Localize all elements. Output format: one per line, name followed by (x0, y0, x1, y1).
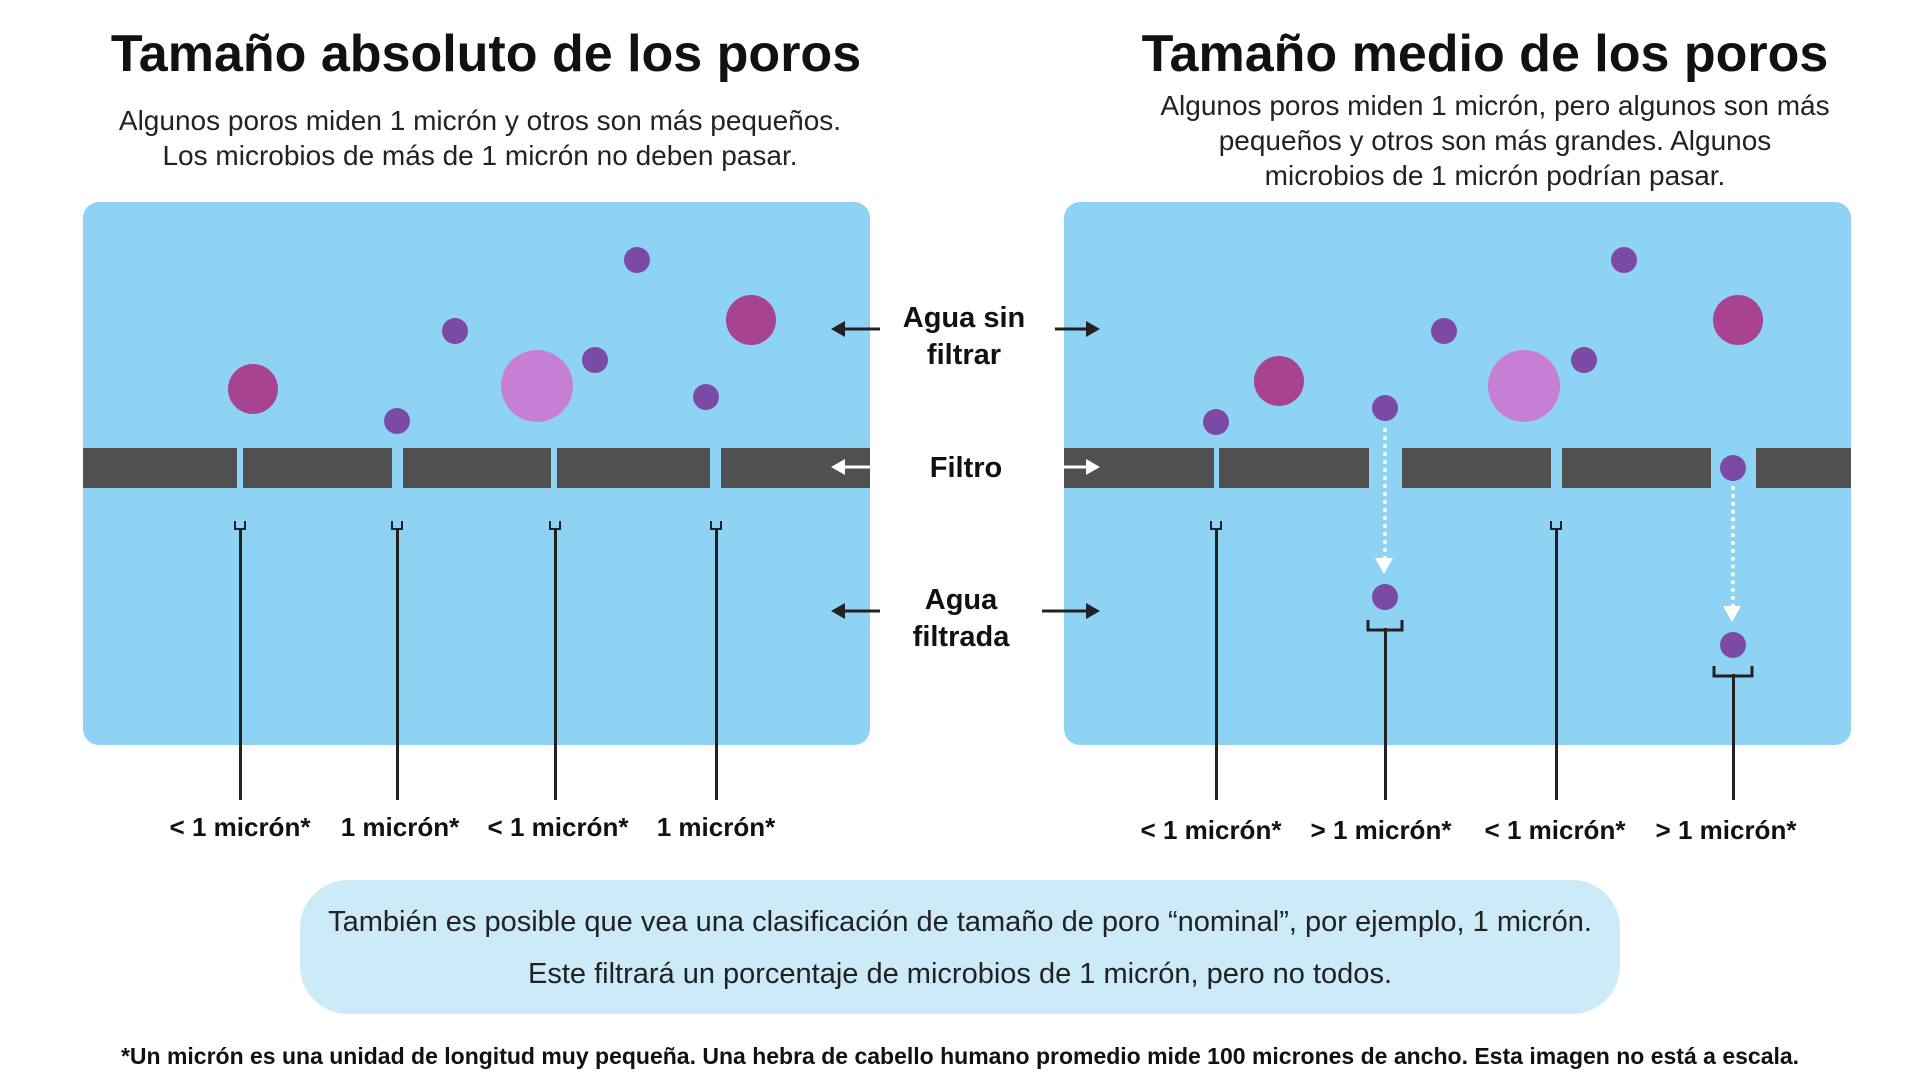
right-pore-label: < 1 micrón* (1140, 815, 1282, 845)
microbe-medium (1254, 356, 1304, 406)
left-pore-label: 1 micrón* (656, 812, 776, 842)
filter-segment (1756, 448, 1851, 488)
note-line-2: Este filtrará un porcentaje de microbios… (527, 958, 1392, 990)
left-pore-label: < 1 micrón* (169, 812, 311, 842)
filter-segment (1562, 448, 1711, 488)
pass-through-arrow (1383, 428, 1387, 560)
note-line-1: También es posible que vea una clasifica… (328, 906, 1592, 938)
microbe-small (582, 347, 608, 373)
microbe-small (384, 408, 410, 434)
left-pore-brackets (234, 521, 722, 530)
microbe-small (1372, 584, 1398, 610)
left-pore-label: 1 micrón* (340, 812, 460, 842)
microbe-medium (228, 364, 278, 414)
microbe-small (693, 384, 719, 410)
right-subtitle: Algunos poros miden 1 micrón, pero algun… (1160, 90, 1830, 191)
microbe-medium (726, 295, 776, 345)
filter-segment (557, 448, 710, 488)
microbe-large (501, 350, 573, 422)
right-pore-label: < 1 micrón* (1484, 815, 1626, 845)
pore-pointer-line (1732, 674, 1735, 800)
pore-pointer-line (554, 528, 557, 800)
microbe-small (1720, 632, 1746, 658)
pore-pointer-line (715, 528, 718, 800)
filter-segment (403, 448, 551, 488)
microbe-small (1431, 318, 1457, 344)
microbe-small (1372, 395, 1398, 421)
microbe-small (442, 318, 468, 344)
left-subtitle: Algunos poros miden 1 micrón y otros son… (118, 105, 842, 171)
filtered-water-label: Agua filtrada (912, 584, 1010, 653)
unfiltered-water-label: Agua sin filtrar (902, 302, 1026, 371)
filter-segment (1219, 448, 1369, 488)
middle-arrows (831, 321, 1100, 619)
filter-segment (243, 448, 392, 488)
filter-label: Filtro (929, 452, 1003, 484)
right-title: Tamaño medio de los poros (1141, 25, 1829, 83)
nominal-pore-note: También es posible que vea una clasifica… (300, 880, 1620, 1014)
microbe-small (1571, 347, 1597, 373)
microbe-small (1720, 455, 1746, 481)
left-arrowhead (831, 321, 845, 337)
filter-segment (83, 448, 237, 488)
filter-segment (1402, 448, 1551, 488)
pore-pointer-line (396, 528, 399, 800)
pore-pointer-line (1215, 528, 1218, 800)
right-pore-brackets (1210, 521, 1754, 678)
left-title: Tamaño absoluto de los poros (110, 25, 862, 83)
right-pore-label: > 1 micrón* (1310, 815, 1452, 845)
pore-pointer-line (239, 528, 242, 800)
microbe-small (1203, 409, 1229, 435)
footnote: *Un micrón es una unidad de longitud muy… (120, 1043, 1800, 1069)
pore-pointer-line (1384, 628, 1387, 800)
microbe-small (624, 247, 650, 273)
microbe-medium (1713, 295, 1763, 345)
microbe-large (1488, 350, 1560, 422)
microbe-small (1611, 247, 1637, 273)
left-pore-label: < 1 micrón* (487, 812, 629, 842)
pass-through-arrowheads (1375, 558, 1741, 622)
pore-pointer-line (1555, 528, 1558, 800)
pass-through-arrow (1731, 486, 1735, 608)
right-pore-label: > 1 micrón* (1655, 815, 1797, 845)
